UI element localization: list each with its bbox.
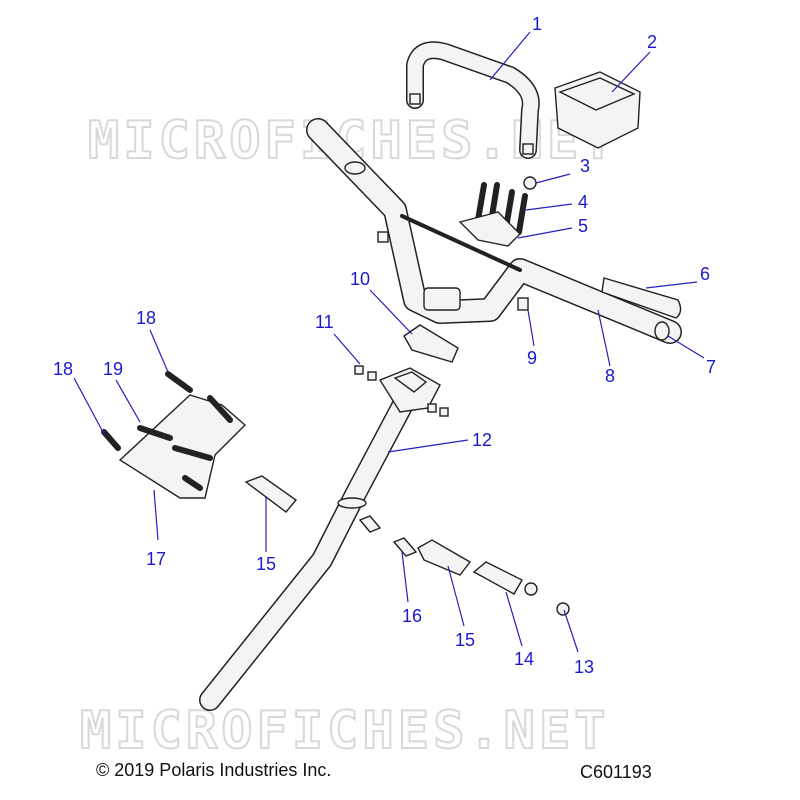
callout-19: 19 [103, 359, 123, 379]
callout-15-right: 15 [455, 630, 475, 650]
crossbar-pad-support [406, 41, 540, 159]
plate-bolts [101, 371, 233, 491]
callout-3: 3 [580, 156, 590, 176]
post-clamp [403, 324, 459, 363]
callout-16: 16 [402, 606, 422, 626]
steering-post [199, 367, 441, 711]
handlebar [306, 118, 682, 344]
callout-18-left: 18 [53, 359, 73, 379]
clamp-bolts [475, 182, 528, 235]
grip [601, 277, 682, 319]
bar-end-cap [654, 321, 670, 341]
mount-plate [118, 394, 247, 499]
callout-6: 6 [700, 264, 710, 284]
crossbar-pad-top [558, 77, 636, 111]
pin-16b [358, 515, 382, 533]
callout-15-left: 15 [256, 554, 276, 574]
callout-9: 9 [527, 348, 537, 368]
callout-10: 10 [350, 269, 370, 289]
callout-11: 11 [315, 312, 334, 332]
nut-9 [517, 297, 529, 311]
drawing-code: C601193 [580, 762, 652, 782]
callout-7: 7 [706, 357, 716, 377]
callout-8: 8 [605, 366, 615, 386]
callout-18-top: 18 [136, 308, 156, 328]
handlebar-clamp [458, 211, 521, 247]
callout-1: 1 [532, 14, 542, 34]
callout-14: 14 [514, 649, 534, 669]
pin-16 [392, 537, 418, 557]
nut [377, 231, 389, 243]
copyright-notice: © 2019 Polaris Industries Inc. [96, 760, 332, 780]
nuts-11 [354, 365, 449, 417]
bushing-15 [244, 475, 298, 513]
callout-12: 12 [472, 430, 492, 450]
callout-17: 17 [146, 549, 166, 569]
callout-13: 13 [574, 657, 594, 677]
leader-lines [73, 31, 705, 653]
callout-4: 4 [578, 192, 588, 212]
bracket-15 [417, 539, 472, 576]
link-14 [472, 561, 523, 595]
nut-3 [523, 176, 537, 190]
nut-13a [524, 582, 538, 596]
nut-13b [556, 602, 570, 616]
callout-2: 2 [647, 32, 657, 52]
callout-5: 5 [578, 216, 588, 236]
watermark-bottom: MICROFICHES.NET [80, 701, 610, 761]
